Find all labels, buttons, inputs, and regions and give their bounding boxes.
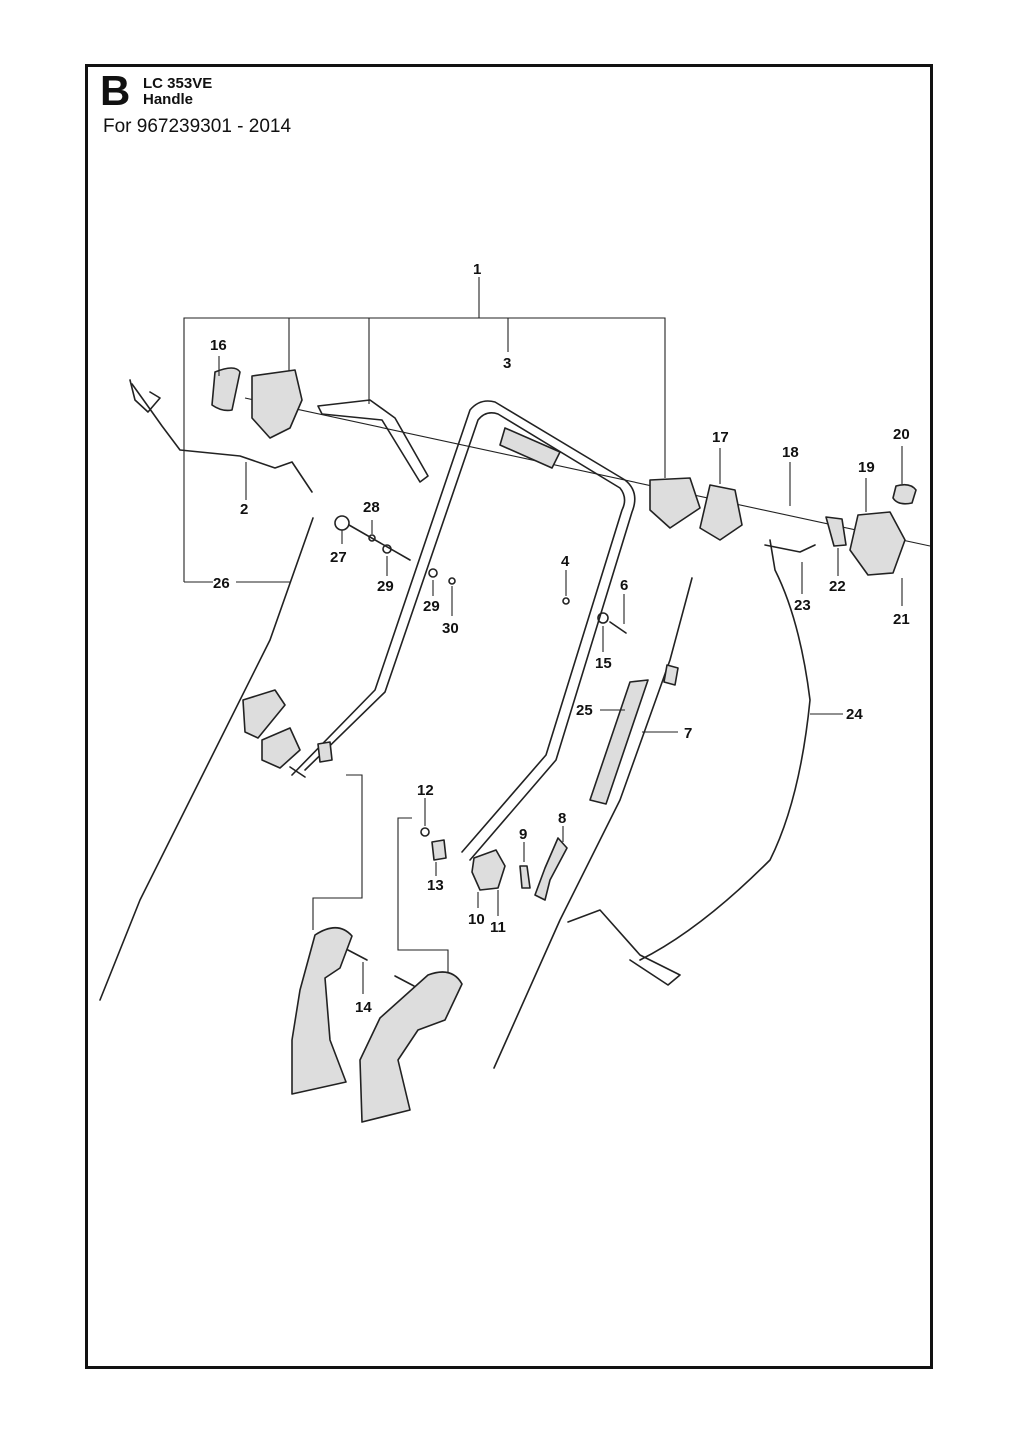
callout-29a: 29 — [377, 578, 394, 595]
serial-line: For 967239301 - 2014 — [103, 116, 292, 137]
bail-bar — [567, 909, 681, 986]
side-plate-left — [291, 926, 353, 1095]
cable-7 — [493, 577, 693, 1069]
callout-27: 27 — [330, 549, 347, 566]
grip — [499, 427, 561, 469]
callout-2: 2 — [240, 501, 248, 518]
callout-16: 16 — [210, 337, 227, 354]
callout-20: 20 — [893, 426, 910, 443]
callout-28: 28 — [363, 499, 380, 516]
cable-26 — [99, 517, 314, 1001]
callout-19: 19 — [858, 459, 875, 476]
clip-7 — [663, 664, 679, 686]
callout-8: 8 — [558, 810, 566, 827]
callout-30: 30 — [442, 620, 459, 637]
model-label: LC 353VE — [143, 75, 213, 92]
left-gear — [261, 727, 301, 769]
knob-20 — [892, 483, 917, 505]
callout-23: 23 — [794, 597, 811, 614]
callout-25: 25 — [576, 702, 593, 719]
housing-17 — [649, 477, 701, 529]
callout-6: 6 — [620, 577, 628, 594]
callout-15: 15 — [595, 655, 612, 672]
callout-3: 3 — [503, 355, 511, 372]
callout-14: 14 — [355, 999, 372, 1016]
callout-4: 4 — [561, 553, 570, 570]
cable-24 — [639, 539, 811, 961]
callout-22: 22 — [829, 578, 846, 595]
callout-24: 24 — [846, 706, 863, 723]
diagram-subtitle: Handle — [143, 91, 194, 108]
cable-23 — [764, 544, 816, 553]
callout-26: 26 — [213, 575, 230, 592]
callout-21: 21 — [893, 611, 910, 628]
callout-29b: 29 — [423, 598, 440, 615]
page-frame — [85, 64, 933, 1369]
callout-11: 11 — [490, 919, 506, 936]
assembly-axis — [244, 397, 931, 547]
spring-13 — [431, 839, 447, 861]
callout-9: 9 — [519, 826, 527, 843]
side-plate-right — [359, 971, 463, 1123]
hinge-10 — [471, 849, 506, 891]
bail-wire-2 — [131, 383, 313, 493]
callout-10: 10 — [468, 911, 485, 928]
cover-16 — [211, 367, 241, 412]
callout-18: 18 — [782, 444, 799, 461]
switch-22 — [825, 516, 847, 547]
callout-13: 13 — [427, 877, 444, 894]
spring-left — [317, 741, 333, 763]
lever-8 — [534, 837, 568, 901]
control-box — [251, 369, 303, 439]
plate-17 — [699, 484, 743, 541]
callout-7: 7 — [684, 725, 692, 742]
callout-1: 1 — [473, 261, 481, 278]
pin-9 — [519, 865, 531, 889]
sleeve-25 — [589, 679, 649, 805]
section-letter: B — [100, 67, 131, 114]
callout-17: 17 — [712, 429, 729, 446]
left-hinge — [242, 689, 286, 739]
callout-12: 12 — [417, 782, 434, 799]
housing-19 — [849, 511, 906, 576]
top-lever — [317, 399, 429, 483]
